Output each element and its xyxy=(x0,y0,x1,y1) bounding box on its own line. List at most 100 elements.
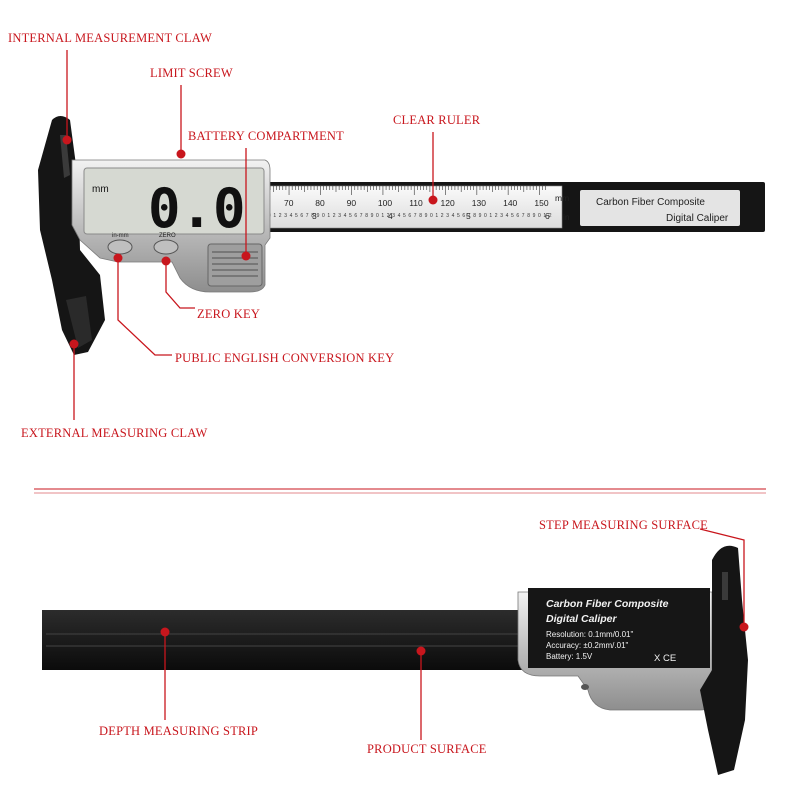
ruler-mm-label: 90 xyxy=(347,198,357,208)
back-label-panel xyxy=(528,588,710,668)
ruler-in-minor: 5 xyxy=(349,213,352,219)
ruler-in-minor: 1 xyxy=(327,213,330,219)
spec-battery: Battery: 1.5V xyxy=(546,652,593,661)
ruler-in-minor: 9 xyxy=(371,213,374,219)
conversion-key-marker xyxy=(113,253,123,263)
ruler-mm-label: 70 xyxy=(284,198,294,208)
label-product-surface: PRODUCT SURFACE xyxy=(367,742,487,756)
ruler-in-minor: 0 xyxy=(538,213,541,219)
ruler-in-minor: 4 xyxy=(398,213,401,219)
depth-strip-marker xyxy=(160,627,170,637)
ruler-in-label: 3 xyxy=(312,211,317,221)
ruler-in-minor: 0 xyxy=(430,213,433,219)
ruler-in-minor: 8 xyxy=(473,213,476,219)
ruler-in-minor: 7 xyxy=(522,213,525,219)
product-surface-marker xyxy=(416,646,426,656)
ruler-mm-label: 80 xyxy=(315,198,325,208)
zero-key[interactable] xyxy=(153,239,179,255)
ruler-in-label: 6 xyxy=(545,211,550,221)
conversion-key-label: in-mm xyxy=(112,233,129,239)
ruler-in-minor: 6 xyxy=(462,213,465,219)
ruler-in-minor: 2 xyxy=(441,213,444,219)
ruler-in-minor: 5 xyxy=(295,213,298,219)
limit-screw-marker xyxy=(176,149,186,159)
back-screw xyxy=(581,684,589,690)
ruler-in-minor: 8 xyxy=(311,213,314,219)
ruler-in-minor: 0 xyxy=(376,213,379,219)
top-brand-line2: Digital Caliper xyxy=(666,213,729,224)
internal-claw-marker xyxy=(62,135,72,145)
brand-plate xyxy=(580,190,740,226)
ruler-in-minor: 1 xyxy=(381,213,384,219)
label-depth-strip: DEPTH MEASURING STRIP xyxy=(99,724,258,738)
ruler-mm-label: 140 xyxy=(503,198,517,208)
ruler-in-minor: 2 xyxy=(495,213,498,219)
ruler-in-minor: 6 xyxy=(408,213,411,219)
step-surface-marker xyxy=(739,622,749,632)
top-caliper: 7080901001101201301401500123456789012345… xyxy=(38,116,765,355)
ruler-in-minor: 7 xyxy=(414,213,417,219)
ruler-in-minor: 3 xyxy=(284,213,287,219)
ruler-in-minor: 4 xyxy=(506,213,509,219)
battery-compartment[interactable] xyxy=(207,243,263,287)
ruler-in-minor: 6 xyxy=(300,213,303,219)
ruler-in-minor: 2 xyxy=(549,213,552,219)
lcd-unit: mm xyxy=(92,184,109,195)
ruler-in-minor: 4 xyxy=(290,213,293,219)
conversion-key[interactable] xyxy=(107,239,133,255)
ruler-in-minor: 9 xyxy=(479,213,482,219)
ruler-in-label: 4 xyxy=(388,211,393,221)
ruler-in-minor: 3 xyxy=(500,213,503,219)
ruler-in-minor: 1 xyxy=(273,213,276,219)
ruler-unit-in: in xyxy=(563,212,570,222)
ruler-mm-label: 130 xyxy=(472,198,486,208)
spec-resolution: Resolution: 0.1mm/0.01" xyxy=(546,630,633,639)
external-claw-marker xyxy=(69,339,79,349)
ruler-in-minor: 9 xyxy=(317,213,320,219)
ruler-in-minor: 1 xyxy=(543,213,546,219)
bottom-annotations: STEP MEASURING SURFACE DEPTH MEASURING S… xyxy=(99,518,749,756)
top-annotations: INTERNAL MEASUREMENT CLAW LIMIT SCREW BA… xyxy=(8,31,481,440)
clear-ruler xyxy=(261,185,563,229)
ruler-in-minor: 7 xyxy=(360,213,363,219)
jaw-lower-face xyxy=(66,296,92,348)
ruler-in-minor: 9 xyxy=(425,213,428,219)
back-jaw xyxy=(700,545,748,775)
back-jaw-highlight xyxy=(722,572,728,600)
lcd-display xyxy=(83,167,265,235)
ruler-in-minor: 7 xyxy=(468,213,471,219)
ruler-in-minor: 3 xyxy=(338,213,341,219)
ruler-in-minor: 9 xyxy=(533,213,536,219)
jaw-highlight xyxy=(60,135,70,178)
ruler-in-minor: 5 xyxy=(457,213,460,219)
ruler-in-minor: 3 xyxy=(446,213,449,219)
zero-key-label: ZERO xyxy=(159,233,176,239)
ruler-in-minor: 4 xyxy=(452,213,455,219)
label-limit-screw: LIMIT SCREW xyxy=(150,66,233,80)
fixed-jaw xyxy=(38,116,105,355)
ruler-in-minor: 2 xyxy=(333,213,336,219)
label-clear-ruler: CLEAR RULER xyxy=(393,113,481,127)
spec-accuracy: Accuracy: ±0.2mm/.01" xyxy=(546,641,629,650)
battery-grille xyxy=(212,251,258,277)
ruler-in-minor: 6 xyxy=(354,213,357,219)
top-brand-line1: Carbon Fiber Composite xyxy=(596,197,705,208)
ruler-mm-label: 150 xyxy=(534,198,548,208)
label-battery: BATTERY COMPARTMENT xyxy=(188,129,344,143)
ruler-in-minor: 5 xyxy=(511,213,514,219)
ruler-in-minor: 4 xyxy=(344,213,347,219)
ruler-mm-label: 100 xyxy=(378,198,392,208)
label-external-claw: EXTERNAL MEASURING CLAW xyxy=(21,426,207,440)
label-step-surface: STEP MEASURING SURFACE xyxy=(539,518,708,532)
label-internal-claw: INTERNAL MEASUREMENT CLAW xyxy=(8,31,212,45)
ruler-in-minor: 5 xyxy=(403,213,406,219)
label-conversion-key: PUBLIC ENGLISH CONVERSION KEY xyxy=(175,351,394,365)
zero-key-marker xyxy=(161,256,171,266)
label-zero-key: ZERO KEY xyxy=(197,307,260,321)
battery-marker xyxy=(241,251,251,261)
ruler-in-label: 5 xyxy=(466,211,471,221)
ruler-in-minor: 2 xyxy=(387,213,390,219)
ruler-in-minor: 7 xyxy=(306,213,309,219)
ruler-unit-mm: mm xyxy=(555,193,569,203)
